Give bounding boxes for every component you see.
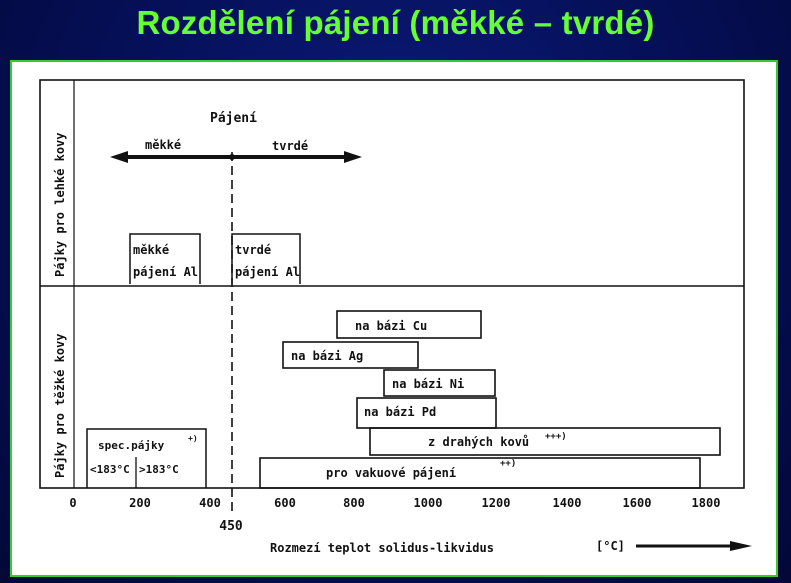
soft-arrow-label: měkké bbox=[145, 138, 181, 152]
bar-precious-label: z drahých kovů bbox=[428, 435, 529, 449]
tick-1400: 1400 bbox=[553, 496, 582, 510]
soft-box-line2: pájení Al bbox=[133, 265, 198, 279]
bar-ag bbox=[282, 341, 419, 369]
hard-box-line2: pájení Al bbox=[235, 265, 300, 279]
bar-vacuum-label: pro vakuové pájení bbox=[326, 466, 456, 480]
axis-unit: [°C] bbox=[596, 539, 625, 553]
bar-vacuum-sup: ++) bbox=[500, 459, 516, 469]
tick-800: 800 bbox=[343, 496, 365, 510]
bar-cu bbox=[336, 310, 482, 339]
soft-al-box bbox=[129, 233, 201, 284]
bar-ni bbox=[383, 369, 496, 397]
hard-arrow-head bbox=[344, 151, 362, 163]
spec-box-line1: spec.pájky bbox=[98, 439, 165, 452]
spec-box bbox=[86, 428, 207, 488]
tick-200: 200 bbox=[129, 496, 151, 510]
axis-ticks: 0 200 400 600 800 1000 1200 1400 1600 18… bbox=[69, 496, 720, 510]
tick-400: 400 bbox=[199, 496, 221, 510]
spec-box-left: <183°C bbox=[90, 463, 130, 476]
tick-0: 0 bbox=[69, 496, 76, 510]
tick-1800: 1800 bbox=[692, 496, 721, 510]
bar-precious bbox=[369, 427, 721, 456]
divider-450-label: 450 bbox=[219, 519, 243, 534]
spec-box-sup: +) bbox=[188, 434, 198, 443]
bar-ni-label: na bázi Ni bbox=[392, 377, 464, 391]
hard-al-box bbox=[231, 233, 301, 284]
bar-vacuum bbox=[259, 457, 701, 489]
bar-ag-label: na bázi Ag bbox=[291, 349, 363, 363]
axis-caption: Rozmezí teplot solidus-likvidus bbox=[270, 541, 494, 555]
hard-box-line1: tvrdé bbox=[235, 243, 271, 257]
bar-precious-sup: +++) bbox=[545, 432, 567, 442]
diagram-panel: Pájky pro lehké kovy Pájky pro těžké kov… bbox=[10, 60, 778, 577]
hard-arrow-label: tvrdé bbox=[272, 139, 308, 153]
tick-600: 600 bbox=[274, 496, 296, 510]
diagram-svg: Pájky pro lehké kovy Pájky pro těžké kov… bbox=[39, 79, 752, 555]
bottom-section-label: Pájky pro těžké kovy bbox=[53, 334, 67, 479]
bar-cu-label: na bázi Cu bbox=[355, 319, 427, 333]
header-label: Pájení bbox=[210, 111, 257, 126]
tick-1600: 1600 bbox=[623, 496, 652, 510]
axis-direction-arrow-head bbox=[730, 541, 752, 551]
top-section-label: Pájky pro lehké kovy bbox=[53, 133, 67, 278]
tick-1000: 1000 bbox=[414, 496, 443, 510]
soft-box-line1: měkké bbox=[133, 243, 169, 257]
page-title: Rozdělení pájení (měkké – tvrdé) bbox=[136, 4, 655, 41]
tick-1200: 1200 bbox=[482, 496, 511, 510]
soft-arrow-head bbox=[110, 151, 128, 163]
spec-box-right: >183°C bbox=[139, 463, 179, 476]
bar-pd-label: na bázi Pd bbox=[364, 405, 436, 419]
